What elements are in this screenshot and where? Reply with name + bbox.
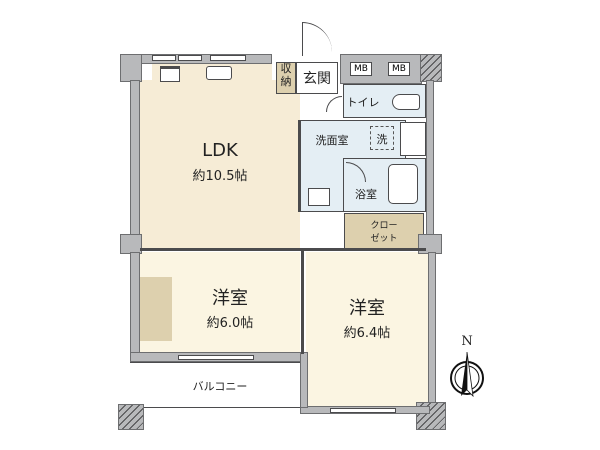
built-in-closet (140, 277, 172, 341)
washroom-label: 洗面室 (315, 134, 349, 147)
storage-room (276, 62, 296, 94)
window-western1 (178, 355, 254, 360)
entrance-room (296, 62, 338, 94)
closet-label-2: ゼット (370, 234, 398, 244)
window-kitchen-1 (152, 55, 176, 61)
window-kitchen-2 (178, 55, 202, 61)
ldk-name: LDK (202, 140, 238, 161)
meter-box-2: MB (388, 62, 410, 76)
toilet-door-icon (326, 96, 342, 112)
window-western2 (330, 408, 396, 413)
compass-north-label: N (461, 334, 473, 349)
closet-room (344, 213, 424, 249)
toilet-icon (392, 94, 420, 110)
western2-name: 洋室 (349, 298, 385, 319)
balcony-label: バルコニー (192, 380, 248, 393)
balcony-area (130, 362, 300, 408)
wall-left-2 (130, 252, 140, 358)
wall-right-1 (426, 80, 434, 240)
wall-left-pillar (120, 234, 142, 254)
wall-corner-bl (118, 404, 144, 430)
washbasin-icon (308, 188, 330, 206)
storage-label: 収納 (280, 62, 292, 88)
compass: N (447, 334, 487, 398)
wall-left-1 (130, 80, 140, 240)
ldk-room (140, 80, 300, 248)
bath-label: 浴室 (355, 188, 377, 201)
stove-icon (160, 66, 180, 82)
washer-space (370, 126, 394, 150)
meter-box-1: MB (350, 62, 372, 76)
washer-label: 洗 (376, 133, 388, 146)
partition-bedrooms (301, 250, 304, 354)
wall-balcony-right (300, 352, 308, 408)
ldk-size: 約10.5帖 (192, 169, 248, 184)
entrance-label: 玄関 (303, 71, 331, 87)
sink-icon (206, 66, 232, 80)
closet-label-1: クロー (370, 221, 398, 231)
bathtub-icon (388, 164, 418, 204)
wall-corner-tr (420, 54, 442, 82)
wall-right-2 (428, 252, 436, 408)
western2-size: 約6.4帖 (343, 326, 391, 341)
western-room-2 (306, 252, 428, 406)
window-kitchen-3 (210, 55, 246, 61)
side-cabinet (400, 122, 426, 156)
western1-name: 洋室 (212, 288, 248, 309)
western1-size: 約6.0帖 (206, 316, 254, 331)
entrance-door-icon (302, 22, 332, 56)
wall-corner-tl (120, 54, 142, 82)
toilet-label: トイレ (346, 96, 380, 109)
partition-ldk-wet (298, 120, 300, 212)
compass-arrow-icon (450, 351, 484, 398)
partition-ldk-bedrooms (140, 248, 426, 251)
